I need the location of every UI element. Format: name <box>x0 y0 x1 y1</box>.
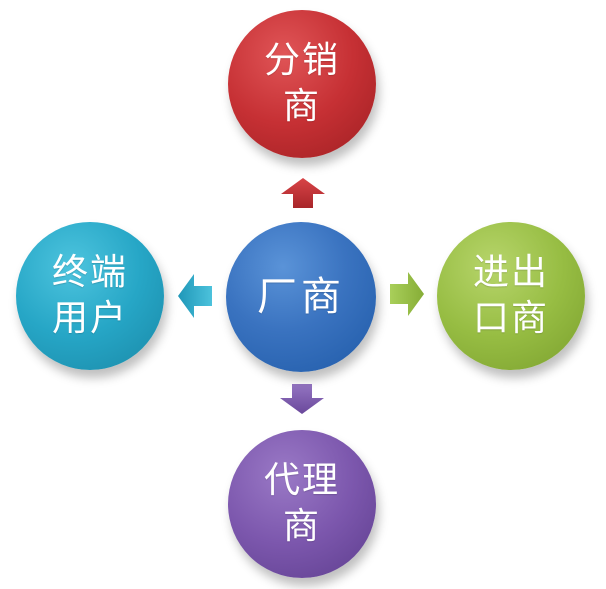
arrow-up-icon <box>281 178 325 208</box>
arrow-left-icon <box>178 274 212 318</box>
node-end-user-label: 终端 用户 <box>51 252 128 339</box>
node-distributor-label: 分销 商 <box>263 40 340 127</box>
node-end-user: 终端 用户 <box>16 222 164 370</box>
node-agent-label: 代理 商 <box>263 460 340 547</box>
node-distributor: 分销 商 <box>228 10 376 158</box>
arrow-right-icon <box>390 272 424 316</box>
node-agent: 代理 商 <box>228 430 376 578</box>
node-importer-exporter-label: 进出 口商 <box>472 252 549 339</box>
node-manufacturer-label: 厂商 <box>257 274 345 320</box>
arrow-down-icon <box>280 384 324 414</box>
node-manufacturer: 厂商 <box>226 222 376 372</box>
node-importer-exporter: 进出 口商 <box>437 222 585 370</box>
